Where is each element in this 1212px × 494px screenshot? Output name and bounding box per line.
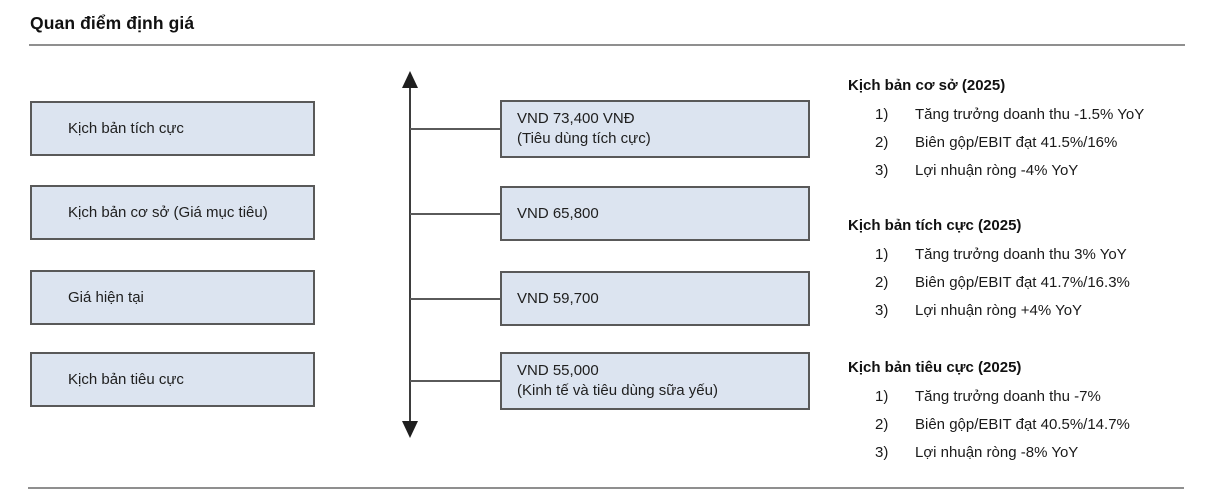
scenario-box-label: Giá hiện tại	[68, 289, 144, 306]
section-positive-scenario: Kịch bản tích cực (2025) 1) Tăng trưởng …	[848, 217, 1212, 325]
list-item: 1) Tăng trưởng doanh thu 3% YoY	[848, 241, 1212, 269]
price-axis-line	[409, 84, 411, 426]
scenario-box-label: Kịch bản cơ sở (Giá mục tiêu)	[68, 204, 268, 221]
item-number: 3)	[875, 302, 889, 319]
list-item: 3) Lợi nhuận ròng -8% YoY	[848, 439, 1212, 467]
list-item: 1) Tăng trưởng doanh thu -1.5% YoY	[848, 101, 1212, 129]
item-number: 1)	[875, 246, 889, 263]
list-item: 3) Lợi nhuận ròng +4% YoY	[848, 297, 1212, 325]
section-heading: Kịch bản cơ sở (2025)	[848, 77, 1006, 94]
price-value: VND 59,700	[517, 289, 599, 307]
price-note: (Tiêu dùng tích cực)	[517, 130, 651, 147]
list-item: 2) Biên gộp/EBIT đạt 41.5%/16%	[848, 129, 1212, 157]
item-number: 3)	[875, 162, 889, 179]
item-text: Lợi nhuận ròng -8% YoY	[915, 444, 1079, 461]
scenario-box-current-price: Giá hiện tại	[30, 270, 315, 325]
list-item: 2) Biên gộp/EBIT đạt 41.7%/16.3%	[848, 269, 1212, 297]
scenario-box-base: Kịch bản cơ sở (Giá mục tiêu)	[30, 185, 315, 240]
price-box-base: VND 65,800	[500, 186, 810, 241]
item-number: 1)	[875, 106, 889, 123]
price-box-current: VND 59,700	[500, 271, 810, 326]
item-text: Lợi nhuận ròng -4% YoY	[915, 162, 1079, 179]
connector-line	[410, 298, 500, 300]
price-note: (Kinh tế và tiêu dùng sữa yếu)	[517, 382, 718, 399]
scenario-box-positive: Kịch bản tích cực	[30, 101, 315, 156]
list-item: 2) Biên gộp/EBIT đạt 40.5%/14.7%	[848, 411, 1212, 439]
page-title: Quan điểm định giá	[30, 13, 195, 33]
price-value: VND 65,800	[517, 204, 599, 222]
top-divider	[29, 44, 1185, 46]
scenario-box-negative: Kịch bản tiêu cực	[30, 352, 315, 407]
connector-line	[410, 128, 500, 130]
price-value: VND 73,400 VNĐ	[517, 110, 635, 127]
arrow-down-icon	[402, 421, 418, 438]
section-negative-scenario: Kịch bản tiêu cực (2025) 1) Tăng trưởng …	[848, 359, 1212, 467]
scenario-box-label: Kịch bản tích cực	[68, 120, 184, 137]
connector-line	[410, 213, 500, 215]
item-number: 2)	[875, 134, 889, 151]
bottom-divider	[28, 487, 1184, 489]
item-text: Biên gộp/EBIT đạt 40.5%/14.7%	[915, 416, 1130, 433]
item-number: 2)	[875, 274, 889, 291]
scenario-box-label: Kịch bản tiêu cực	[68, 371, 184, 388]
item-number: 1)	[875, 388, 889, 405]
section-base-scenario: Kịch bản cơ sở (2025) 1) Tăng trưởng doa…	[848, 77, 1212, 185]
arrow-up-icon	[402, 71, 418, 88]
section-heading: Kịch bản tích cực (2025)	[848, 217, 1022, 234]
price-box-positive: VND 73,400 VNĐ (Tiêu dùng tích cực)	[500, 100, 810, 158]
list-item: 3) Lợi nhuận ròng -4% YoY	[848, 157, 1212, 185]
item-text: Lợi nhuận ròng +4% YoY	[915, 302, 1083, 319]
price-value: VND 55,000	[517, 362, 599, 379]
section-heading: Kịch bản tiêu cực (2025)	[848, 359, 1022, 376]
item-text: Tăng trưởng doanh thu -7%	[915, 388, 1101, 405]
item-number: 2)	[875, 416, 889, 433]
item-text: Tăng trưởng doanh thu 3% YoY	[915, 246, 1127, 263]
item-number: 3)	[875, 444, 889, 461]
item-text: Tăng trưởng doanh thu -1.5% YoY	[915, 106, 1145, 123]
connector-line	[410, 380, 500, 382]
item-text: Biên gộp/EBIT đạt 41.5%/16%	[915, 134, 1118, 151]
price-box-negative: VND 55,000 (Kinh tế và tiêu dùng sữa yếu…	[500, 352, 810, 410]
list-item: 1) Tăng trưởng doanh thu -7%	[848, 383, 1212, 411]
item-text: Biên gộp/EBIT đạt 41.7%/16.3%	[915, 274, 1130, 291]
